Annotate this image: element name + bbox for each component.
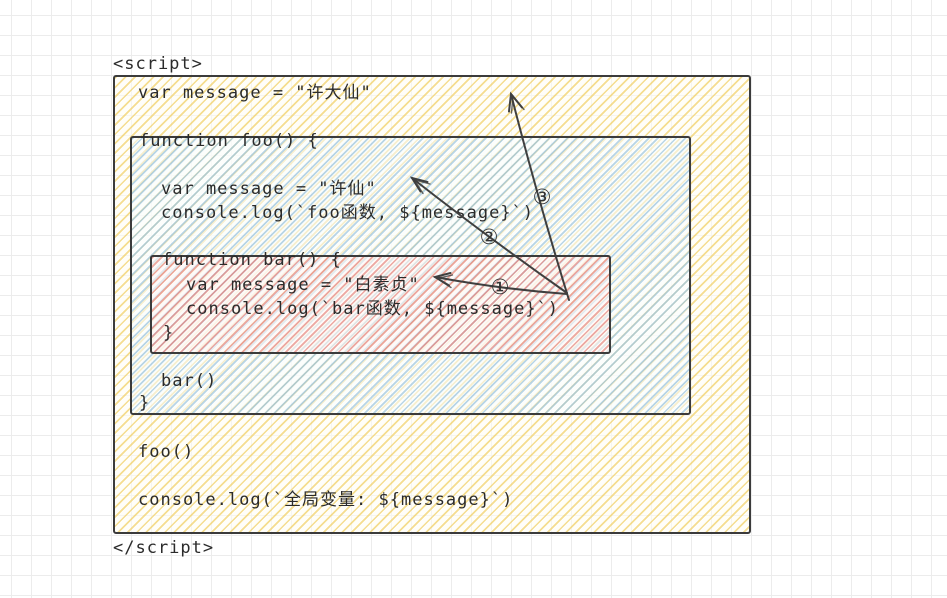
bar-function-header: function bar() { [162, 250, 342, 270]
bar-var-line: var message = "白素贞" [186, 275, 420, 295]
global-log-line: console.log(`全局变量: ${message}`) [138, 490, 514, 510]
bar-call-line: bar() [161, 371, 218, 391]
foo-var-line: var message = "许仙" [161, 179, 377, 199]
foo-log-line: console.log(`foo函数, ${message}`) [161, 203, 535, 223]
step-3-label: ③ [532, 185, 552, 209]
step-1-label: ① [490, 275, 510, 299]
script-open-tag: <script> [113, 54, 203, 74]
bar-close-brace: } [163, 323, 175, 343]
global-var-line: var message = "许大仙" [138, 83, 372, 103]
foo-close-brace: } [139, 393, 151, 413]
bar-log-line: console.log(`bar函数, ${message}`) [186, 299, 560, 319]
foo-function-header: function foo() { [139, 131, 319, 151]
foo-call-line: foo() [138, 442, 195, 462]
step-2-label: ② [479, 225, 499, 249]
script-close-tag: </script> [113, 538, 215, 558]
